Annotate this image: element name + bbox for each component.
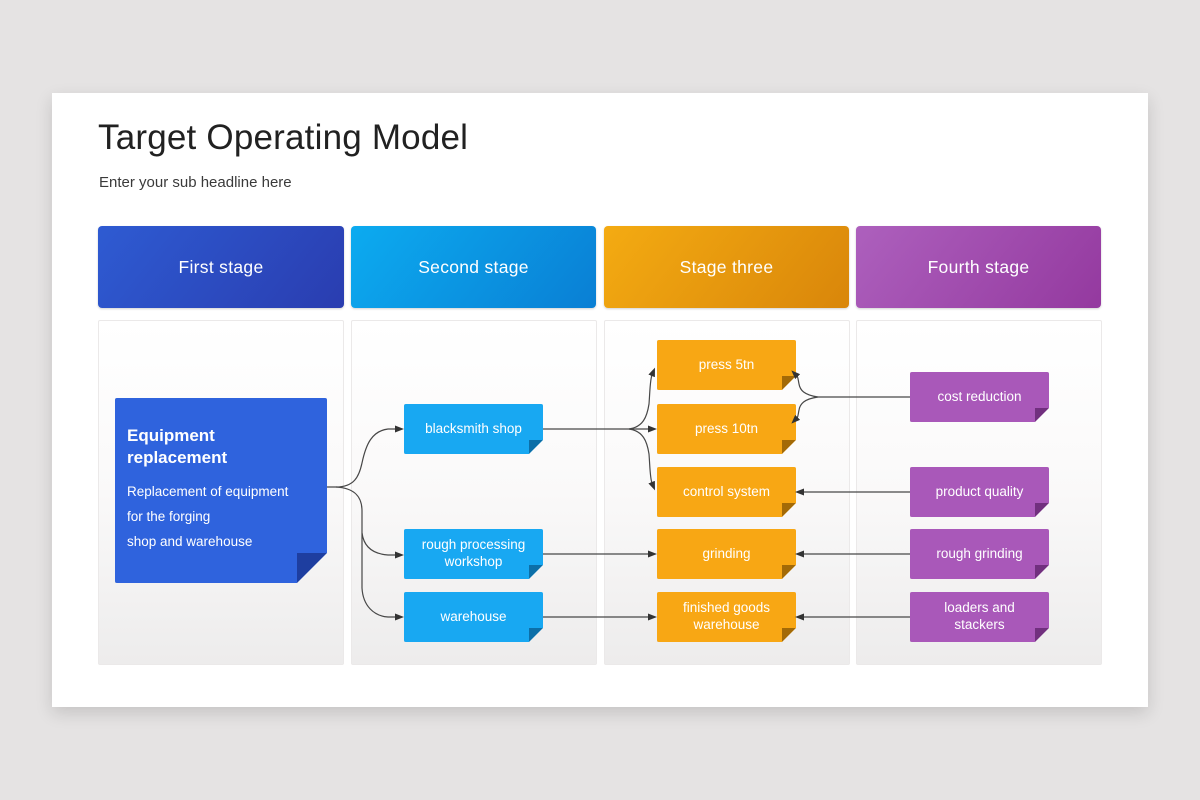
node-equipment-body-line: for the forging [127,508,211,524]
node-rough-grinding: rough grinding [910,529,1049,579]
stage-header-second-label: Second stage [418,256,529,277]
stage-header-third-label: Stage three [679,256,774,277]
node-rough-processing-workshop: rough processing workshop [404,529,543,579]
slide-title: Target Operating Model [98,118,469,157]
node-control-system: control system [657,467,796,517]
node-cost-reduction: cost reduction [910,372,1049,422]
stage-header-fourth-label: Fourth stage [927,256,1030,277]
node-blacksmith-shop: blacksmith shop [404,404,543,454]
node-product-quality: product quality [910,467,1049,517]
node-equipment-body-line: shop and warehouse [127,533,253,549]
slide-subtitle: Enter your sub headline here [99,174,292,191]
stage-header-fourth: Fourth stage [856,226,1101,308]
node-press-10tn: press 10tn [657,404,796,454]
stage-header-first: First stage [98,226,344,308]
stage-header-first-label: First stage [178,256,264,277]
node-equipment-body-line: Replacement of equipment [127,483,289,499]
node-grinding: grinding [657,529,796,579]
stage-header-second: Second stage [351,226,596,308]
node-equipment-replacement: Equipment replacement Replacement of equ… [115,398,327,583]
node-equipment-title: Equipment replacement [127,426,228,468]
node-warehouse: warehouse [404,592,543,642]
node-press-5tn: press 5tn [657,340,796,390]
stage-header-third: Stage three [604,226,849,308]
node-finished-goods-warehouse: finished goods warehouse [657,592,796,642]
node-loaders-and-stackers: loaders and stackers [910,592,1049,642]
